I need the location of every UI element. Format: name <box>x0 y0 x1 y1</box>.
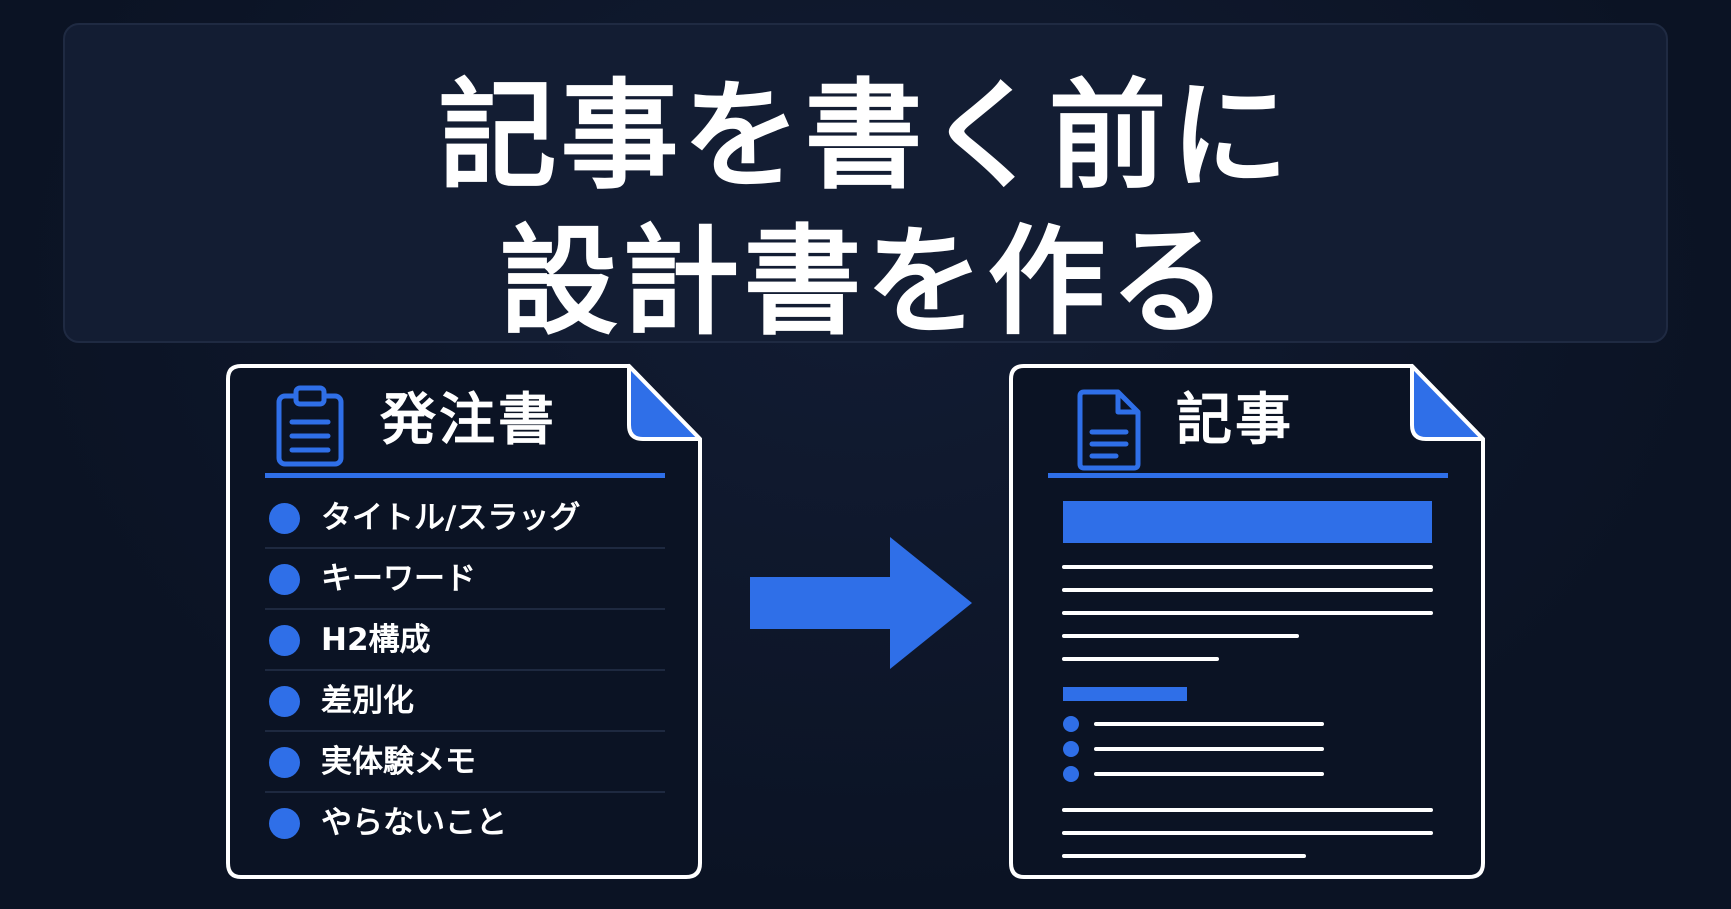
list-item-label: キーワード <box>321 561 476 597</box>
article-body-preview <box>1062 501 1433 858</box>
clipboard-icon <box>276 385 344 467</box>
order-document-frame <box>226 364 702 879</box>
list-item: やらないこと <box>265 793 665 854</box>
requirement-list: タイトル/スラッグ キーワード H2構成 差別化 実体験メモ やらないこと <box>265 488 665 854</box>
list-item-label: やらないこと <box>321 805 507 841</box>
article-paragraph-lines <box>1062 565 1433 661</box>
title-banner: 記事を書く前に 設計書を作る <box>63 23 1668 343</box>
bullet-dot <box>269 564 300 595</box>
page-fold-corner <box>627 364 702 441</box>
article-closing-lines <box>1062 808 1433 858</box>
list-item: キーワード <box>265 549 665 610</box>
article-document-title: 記事 <box>1176 388 1294 453</box>
article-header-rule <box>1048 473 1448 478</box>
list-item-label: 実体験メモ <box>321 744 476 780</box>
list-item-label: H2構成 <box>321 622 431 658</box>
order-document-card: 発注書 タイトル/スラッグ キーワード H2構成 差別化 実体験メモ <box>225 363 703 880</box>
document-icon <box>1077 389 1141 471</box>
list-item-label: タイトル/スラッグ <box>321 500 581 536</box>
bullet-dot <box>269 686 300 717</box>
article-subheading-bar <box>1063 687 1187 701</box>
bullet-dot <box>269 625 300 656</box>
bullet-dot <box>269 808 300 839</box>
list-item-label: 差別化 <box>321 683 414 719</box>
article-bullet-list <box>1063 716 1324 782</box>
order-document-title: 発注書 <box>380 388 557 453</box>
order-header-rule <box>265 473 665 478</box>
title-line-2: 設計書を作る <box>499 213 1232 351</box>
bullet-dot <box>269 503 300 534</box>
list-item: H2構成 <box>265 610 665 671</box>
article-document-card: 記事 <box>1008 363 1486 880</box>
page-fold-corner <box>1410 364 1485 441</box>
list-item: 実体験メモ <box>265 732 665 793</box>
list-item: タイトル/スラッグ <box>265 488 665 549</box>
list-item: 差別化 <box>265 671 665 732</box>
title-line-1: 記事を書く前に <box>438 67 1293 205</box>
arrow-right-icon <box>750 537 972 669</box>
article-heading-bar <box>1063 501 1432 543</box>
bullet-dot <box>269 747 300 778</box>
